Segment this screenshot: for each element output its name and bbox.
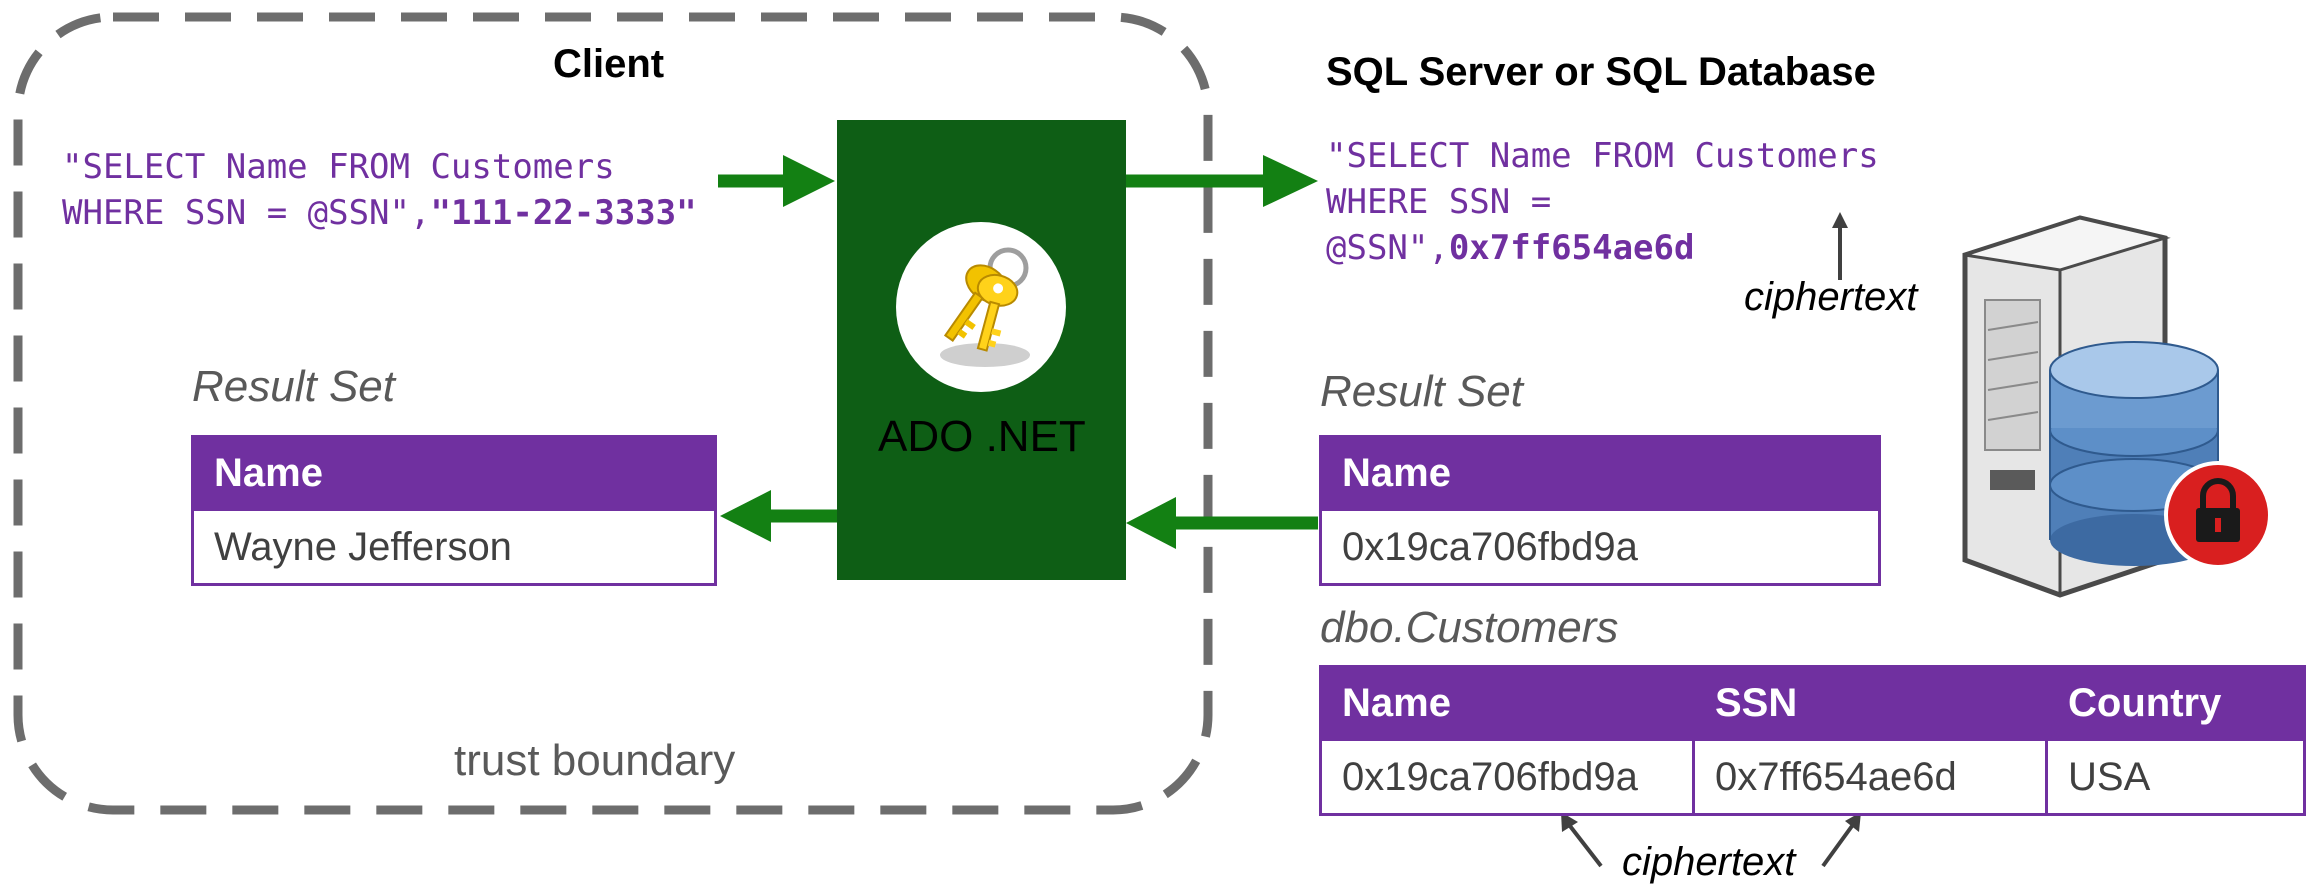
trust-boundary-box: [13, 12, 1213, 815]
server-query-line1: "SELECT Name FROM Customers: [1326, 136, 1879, 176]
customers-table: Name SSN Country 0x19ca706fbd9a 0x7ff654…: [1319, 665, 2306, 816]
ciphertext-arrow-right: [1821, 812, 1861, 868]
ciphertext-label-top: ciphertext: [1744, 275, 1918, 319]
server-query: "SELECT Name FROM Customers WHERE SSN = …: [1326, 133, 1879, 271]
ado-net-label: ADO .NET: [878, 412, 1086, 461]
server-query-line2: WHERE SSN =: [1326, 182, 1552, 222]
server-title: SQL Server or SQL Database: [1326, 50, 1876, 94]
client-result-table: Name Wayne Jefferson: [191, 435, 717, 586]
server-result-value: 0x19ca706fbd9a: [1319, 508, 1881, 586]
customers-header-country: Country: [2045, 665, 2306, 741]
server-result-header: Name: [1319, 435, 1881, 511]
ciphertext-label-bottom: ciphertext: [1622, 840, 1796, 884]
client-result-header: Name: [191, 435, 717, 511]
client-ssn-plaintext: "111-22-3333": [430, 193, 697, 233]
customers-cell-country: USA: [2045, 738, 2306, 816]
server-ssn-ciphertext: 0x7ff654ae6d: [1448, 228, 1695, 268]
keys-icon: [896, 222, 1066, 392]
arrow-driver-to-server: [1126, 155, 1318, 207]
client-result-value: Wayne Jefferson: [191, 508, 717, 586]
customers-header-name: Name: [1319, 665, 1695, 741]
ciphertext-arrow-top: [1832, 212, 1848, 280]
database-server-lock-icon: [1962, 215, 2272, 598]
server-result-table: Name 0x19ca706fbd9a: [1319, 435, 1881, 586]
arrow-server-to-driver: [1126, 497, 1318, 549]
client-result-set-label: Result Set: [192, 362, 395, 411]
server-result-set-label: Result Set: [1320, 367, 1523, 416]
customers-table-label: dbo.Customers: [1320, 603, 1619, 652]
client-query: "SELECT Name FROM Customers WHERE SSN = …: [62, 144, 697, 236]
customers-header-ssn: SSN: [1692, 665, 2048, 741]
trust-boundary-label: trust boundary: [454, 736, 736, 785]
client-title: Client: [553, 42, 665, 86]
client-query-line1: "SELECT Name FROM Customers: [62, 147, 615, 187]
ciphertext-arrow-left: [1561, 812, 1603, 868]
server-query-line3-prefix: @SSN",: [1326, 228, 1449, 268]
arrow-client-to-driver: [718, 155, 835, 207]
customers-cell-name: 0x19ca706fbd9a: [1319, 738, 1695, 816]
arrow-driver-to-client: [720, 490, 837, 542]
customers-cell-ssn: 0x7ff654ae6d: [1692, 738, 2048, 816]
client-query-line2-prefix: WHERE SSN = @SSN",: [62, 193, 431, 233]
